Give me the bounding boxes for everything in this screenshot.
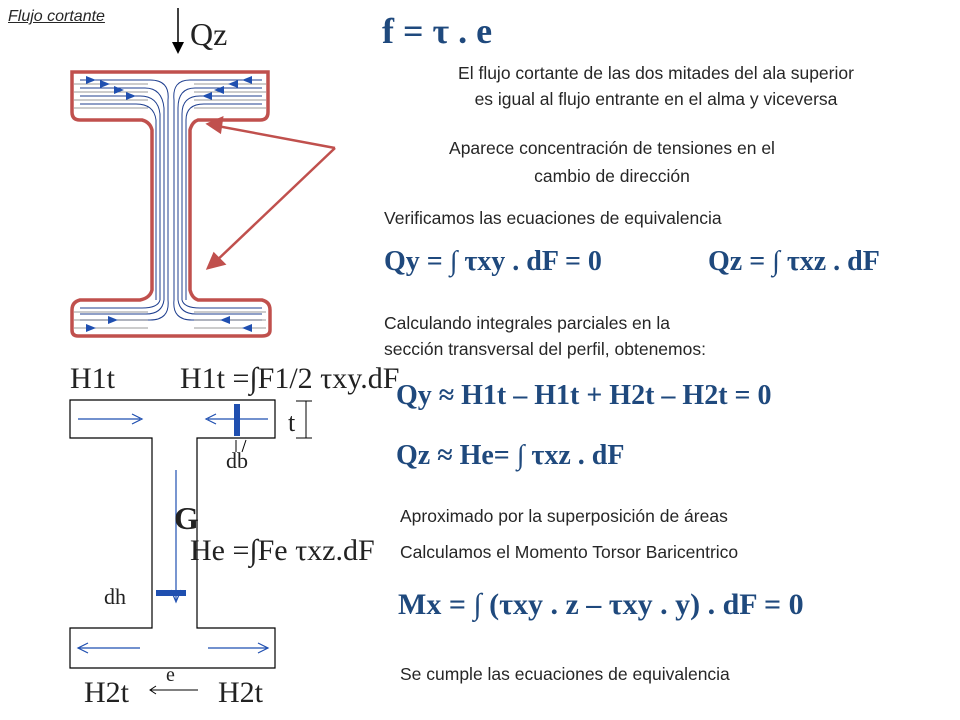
equation-qy: Qy = ∫ τxy . dF = 0 bbox=[384, 246, 602, 277]
text-line: es igual al flujo entrante en el alma y … bbox=[474, 89, 838, 109]
text-line: cambio de dirección bbox=[534, 166, 690, 186]
text-block-6: Calculamos el Momento Torsor Baricentric… bbox=[400, 542, 739, 562]
text-line: Calculando integrales parciales en la bbox=[384, 313, 671, 333]
text-block-2: Aparece concentración de tensiones en el… bbox=[382, 134, 842, 190]
equation-qy-approx: Qy ≈ H1t – H1t + H2t – H2t = 0 bbox=[396, 380, 772, 411]
t-label: t bbox=[288, 408, 296, 437]
text-block-1: El flujo cortante de las dos mitades del… bbox=[382, 60, 930, 112]
db-label: db bbox=[226, 448, 248, 473]
text-block-3: Verificamos las ecuaciones de equivalenc… bbox=[384, 208, 722, 228]
text-line: El flujo cortante de las dos mitades del… bbox=[458, 63, 854, 83]
shear-flow-title: Flujo cortante bbox=[8, 8, 105, 25]
equation-mx: Mx = ∫ (τxy . z – τxy . y) . dF = 0 bbox=[398, 588, 804, 621]
h1t-formula: H1t =∫F1/2 τxy.dF bbox=[180, 362, 400, 395]
h2t-left-label: H2t bbox=[84, 676, 129, 709]
text-block-5: Aproximado por la superposición de áreas bbox=[400, 506, 728, 526]
he-formula: He =∫Fe τxz.dF bbox=[190, 534, 375, 567]
equation-qz-approx: Qz ≈ He= ∫ τxz . dF bbox=[396, 440, 625, 471]
h1t-left-label: H1t bbox=[70, 362, 115, 395]
dh-label: dh bbox=[104, 584, 126, 609]
qz-axis-label: Qz bbox=[190, 16, 228, 52]
centroid-label: G bbox=[174, 500, 199, 536]
text-line: sección transversal del perfil, obtenemo… bbox=[384, 339, 706, 359]
h2t-right-label: H2t bbox=[218, 676, 263, 709]
text-line: Aparece concentración de tensiones en el bbox=[449, 138, 775, 158]
equation-qz: Qz = ∫ τxz . dF bbox=[708, 246, 880, 277]
text-block-4: Calculando integrales parciales en la se… bbox=[384, 310, 706, 362]
text-block-7: Se cumple las ecuaciones de equivalencia bbox=[400, 664, 730, 684]
formula-main: f = τ . e bbox=[382, 11, 493, 51]
e-label: e bbox=[166, 664, 175, 686]
